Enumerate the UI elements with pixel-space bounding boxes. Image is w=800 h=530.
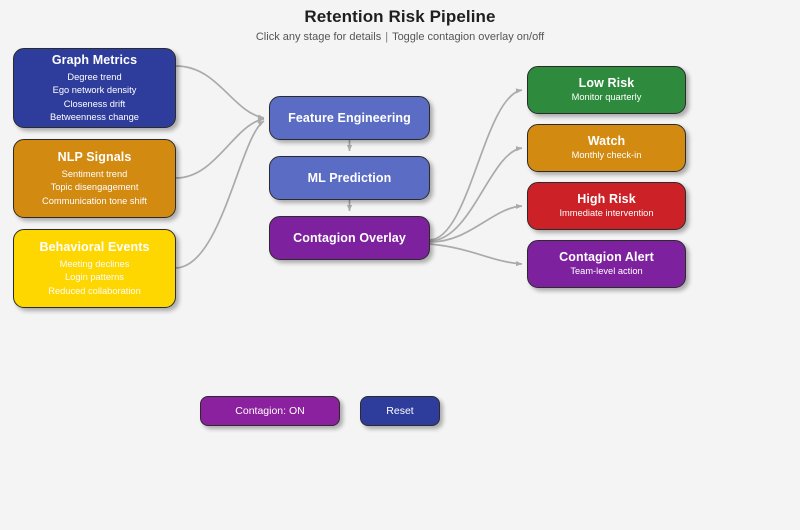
node-high-risk-subtitle: Immediate intervention bbox=[559, 208, 654, 219]
node-low-risk-subtitle: Monitor quarterly bbox=[571, 92, 642, 103]
edge-contagion-overlay-to-low-risk bbox=[429, 88, 523, 241]
node-behavioral-events[interactable]: Behavioral Events Meeting declines Login… bbox=[13, 229, 176, 308]
edge-contagion-overlay-to-watch bbox=[429, 146, 523, 242]
node-feature-engineering[interactable]: Feature Engineering bbox=[269, 96, 430, 140]
node-nlp-signals-title: NLP Signals bbox=[57, 149, 132, 164]
node-nlp-signals-item: Topic disengagement bbox=[50, 182, 139, 193]
node-watch[interactable]: Watch Monthly check-in bbox=[527, 124, 686, 172]
node-watch-title: Watch bbox=[587, 134, 626, 149]
node-behavioral-events-item: Meeting declines bbox=[59, 258, 130, 269]
edge-behavioral-events-to-feature-engineering bbox=[175, 120, 265, 269]
node-graph-metrics-item: Degree trend bbox=[67, 71, 122, 82]
node-graph-metrics-item: Closeness drift bbox=[63, 98, 126, 109]
node-behavioral-events-title: Behavioral Events bbox=[39, 239, 150, 254]
node-nlp-signals-item: Sentiment trend bbox=[61, 168, 128, 179]
node-ml-prediction[interactable]: ML Prediction bbox=[269, 156, 430, 200]
page-subtitle: Click any stage for details|Toggle conta… bbox=[0, 31, 800, 43]
node-behavioral-events-item: Reduced collaboration bbox=[48, 285, 141, 296]
node-graph-metrics-item: Ego network density bbox=[52, 85, 137, 96]
subtitle-hint-click: Click any stage for details bbox=[255, 31, 382, 43]
node-contagion-alert-subtitle: Team-level action bbox=[570, 266, 643, 277]
node-ml-prediction-title: ML Prediction bbox=[307, 171, 392, 185]
node-contagion-alert[interactable]: Contagion Alert Team-level action bbox=[527, 240, 686, 288]
node-graph-metrics-item: Betweenness change bbox=[50, 111, 139, 122]
node-nlp-signals[interactable]: NLP Signals Sentiment trend Topic diseng… bbox=[13, 139, 176, 218]
node-watch-subtitle: Monthly check-in bbox=[571, 150, 642, 161]
subtitle-separator: | bbox=[385, 31, 389, 43]
node-high-risk[interactable]: High Risk Immediate intervention bbox=[527, 182, 686, 230]
node-low-risk-title: Low Risk bbox=[578, 76, 635, 91]
node-contagion-alert-title: Contagion Alert bbox=[559, 250, 654, 265]
node-nlp-signals-item: Communication tone shift bbox=[42, 195, 147, 206]
node-behavioral-events-item: Login patterns bbox=[65, 272, 124, 283]
edge-nlp-signals-to-feature-engineering bbox=[175, 117, 265, 179]
node-feature-engineering-title: Feature Engineering bbox=[288, 111, 411, 125]
contagion-toggle-button[interactable]: Contagion: ON bbox=[200, 396, 340, 426]
node-graph-metrics[interactable]: Graph Metrics Degree trend Ego network d… bbox=[13, 48, 176, 128]
node-nlp-signals-items: Sentiment trend Topic disengagement Comm… bbox=[42, 168, 147, 208]
node-low-risk[interactable]: Low Risk Monitor quarterly bbox=[527, 66, 686, 114]
node-contagion-overlay-title: Contagion Overlay bbox=[293, 231, 406, 245]
node-graph-metrics-title: Graph Metrics bbox=[51, 52, 138, 67]
node-contagion-overlay[interactable]: Contagion Overlay bbox=[269, 216, 430, 260]
node-graph-metrics-items: Degree trend Ego network density Closene… bbox=[50, 71, 139, 125]
node-behavioral-events-items: Meeting declines Login patterns Reduced … bbox=[48, 258, 141, 298]
edge-contagion-overlay-to-contagion-alert bbox=[429, 243, 523, 267]
subtitle-hint-toggle: Toggle contagion overlay on/off bbox=[392, 31, 545, 43]
edge-contagion-overlay-to-high-risk bbox=[429, 203, 523, 243]
edge-graph-metrics-to-feature-engineering bbox=[175, 65, 265, 120]
reset-button[interactable]: Reset bbox=[360, 396, 440, 426]
node-high-risk-title: High Risk bbox=[577, 192, 636, 207]
page-title: Retention Risk Pipeline bbox=[304, 7, 496, 26]
